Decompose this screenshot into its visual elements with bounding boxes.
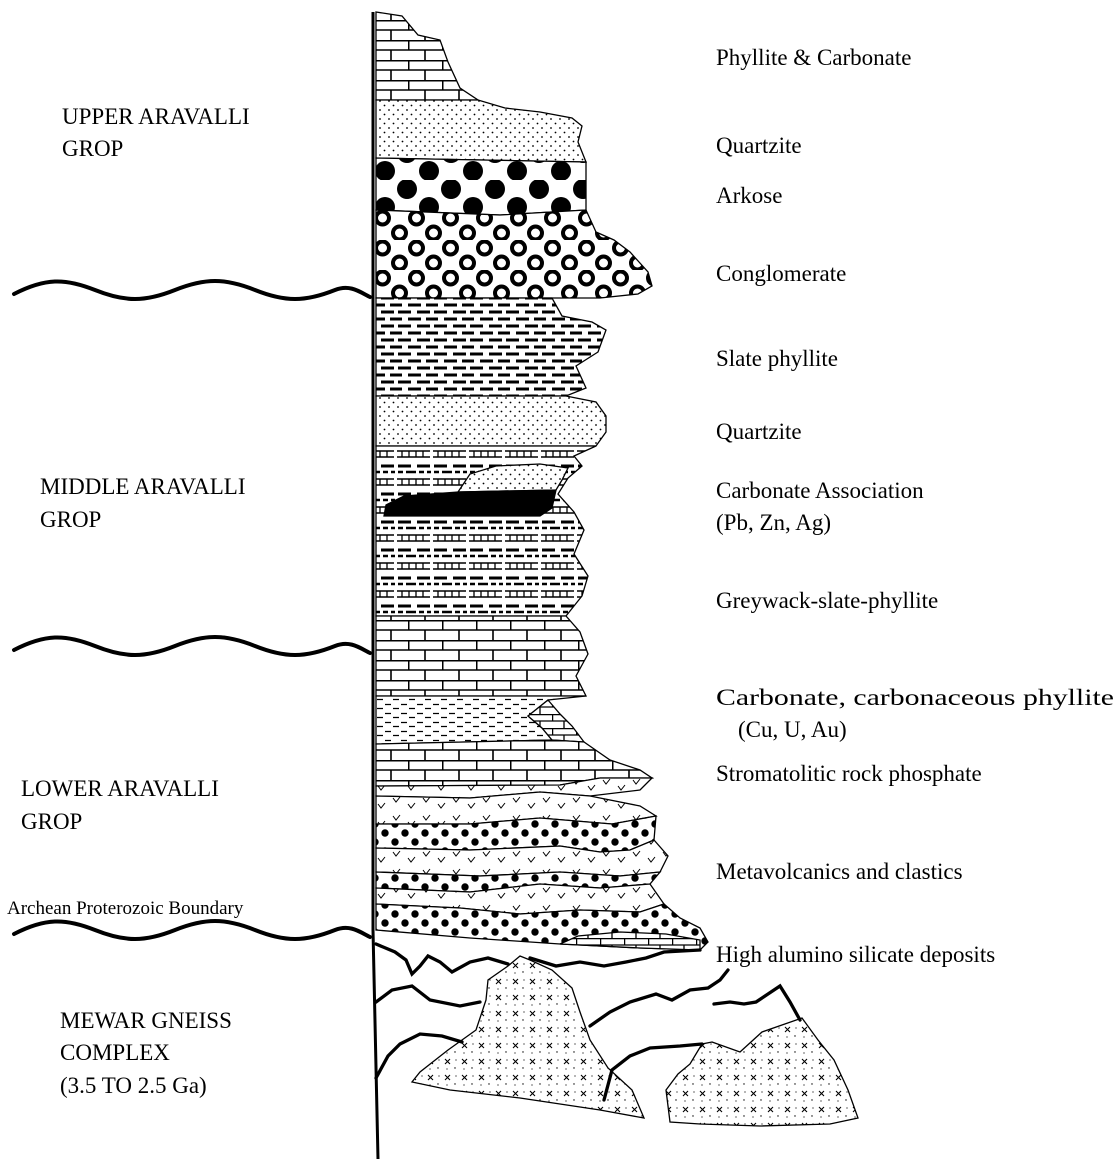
unconformity-archean-proterozoic	[14, 921, 370, 939]
upper-aravalli-line-1: UPPER ARAVALLI	[62, 104, 250, 129]
lower-aravalli-line-1: LOWER ARAVALLI	[21, 776, 219, 801]
mewar-gneiss-label: MEWAR GNEISS COMPLEX (3.5 TO 2.5 Ga)	[60, 1008, 238, 1098]
middle-aravalli-label: MIDDLE ARAVALLI GROP	[40, 474, 251, 532]
label-stromatolitic-rock-phosphate: Stromatolitic rock phosphate	[716, 761, 982, 786]
label-conglomerate: Conglomerate	[716, 261, 846, 286]
layer-carbonate	[376, 616, 588, 696]
lower-aravalli-line-2: GROP	[21, 809, 82, 834]
label-carbonaceous-phyllite-minerals: (Cu, U, Au)	[738, 717, 847, 742]
unconformity-upper	[14, 281, 370, 299]
mewar-line-1: MEWAR GNEISS	[60, 1008, 232, 1033]
label-phyllite-carbonate: Phyllite & Carbonate	[716, 45, 911, 70]
label-carbonate-association-minerals: (Pb, Zn, Ag)	[716, 510, 831, 535]
label-quartzite-middle: Quartzite	[716, 419, 802, 444]
label-high-alumino-silicate: High alumino silicate deposits	[716, 942, 995, 967]
mewar-line-3: (3.5 TO 2.5 Ga)	[60, 1073, 207, 1098]
lithology-labels: Phyllite & Carbonate Quartzite Arkose Co…	[716, 45, 1114, 967]
layer-conglomerate	[376, 210, 652, 298]
layer-quartzite-upper	[376, 100, 586, 162]
label-arkose: Arkose	[716, 183, 782, 208]
label-carbonate-association: Carbonate Association	[716, 478, 924, 503]
upper-aravalli-line-2: GROP	[62, 136, 123, 161]
gneiss-body-right	[666, 1018, 858, 1126]
unconformity-middle	[14, 637, 370, 655]
layer-slate-phyllite	[376, 298, 606, 396]
layer-quartzite-middle	[376, 396, 606, 446]
mewar-line-2: COMPLEX	[60, 1040, 170, 1065]
middle-aravalli-line-2: GROP	[40, 507, 101, 532]
middle-aravalli-line-1: MIDDLE ARAVALLI	[40, 474, 246, 499]
archean-proterozoic-boundary-label: Archean Proterozoic Boundary	[7, 898, 244, 919]
unconformities	[14, 281, 370, 939]
layer-arkose	[376, 158, 586, 215]
label-carbonaceous-phyllite: Carbonate, carbonaceous phyllite	[716, 685, 1114, 710]
layer-metavolcanics-2	[376, 792, 656, 824]
label-slate-phyllite: Slate phyllite	[716, 346, 838, 371]
upper-aravalli-label: UPPER ARAVALLI GROP	[62, 104, 255, 161]
layer-phyllite-carbonate	[376, 12, 478, 100]
label-greywack-slate-phyllite: Greywack-slate-phyllite	[716, 588, 938, 613]
lower-aravalli-label: LOWER ARAVALLI GROP	[21, 776, 225, 834]
label-metavolcanics-clastics: Metavolcanics and clastics	[716, 859, 963, 884]
label-quartzite-upper: Quartzite	[716, 133, 802, 158]
group-labels: UPPER ARAVALLI GROP MIDDLE ARAVALLI GROP…	[7, 104, 255, 1098]
